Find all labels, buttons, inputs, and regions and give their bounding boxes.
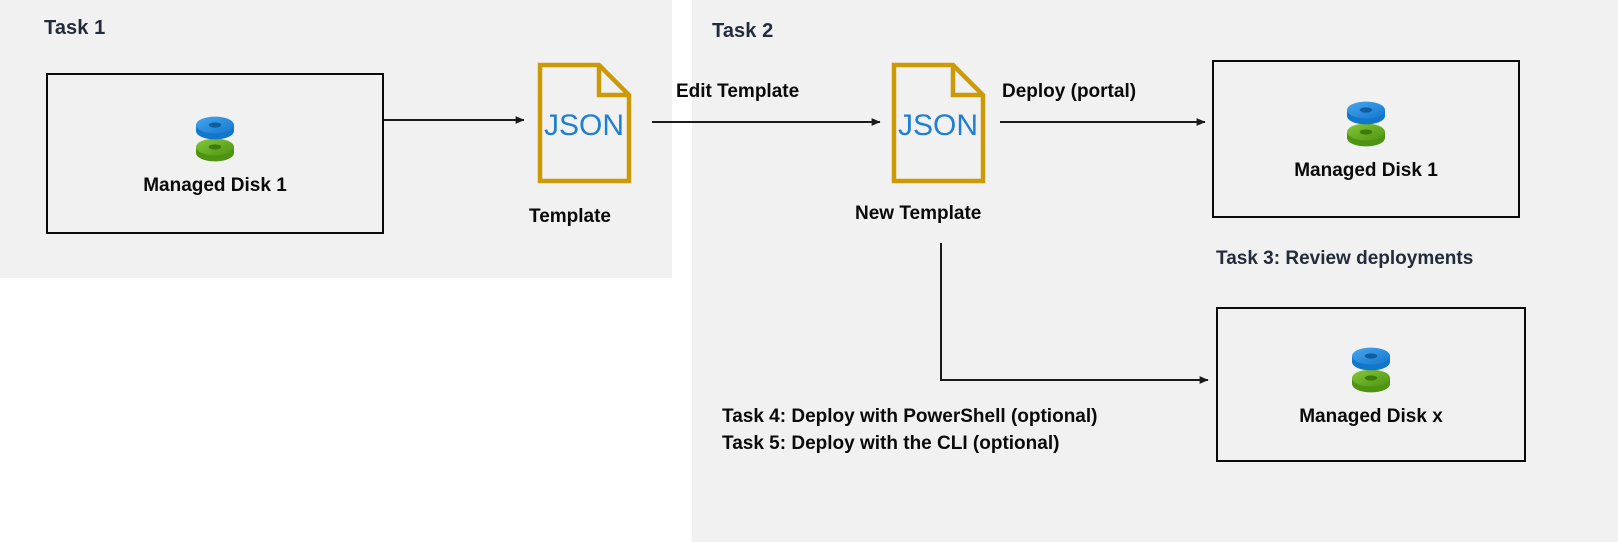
managed-disk-1-source-box: Managed Disk 1 bbox=[46, 73, 384, 234]
managed-disk-x-box: Managed Disk x bbox=[1216, 307, 1526, 462]
managed-disk-icon bbox=[1342, 342, 1400, 398]
template-json-text: JSON bbox=[544, 109, 624, 142]
managed-disk-1-deployed-content: Managed Disk 1 bbox=[1214, 96, 1518, 182]
new-template-json-text: JSON bbox=[898, 109, 978, 142]
task5-note: Task 5: Deploy with the CLI (optional) bbox=[722, 433, 1060, 454]
edit-template-label: Edit Template bbox=[676, 81, 800, 102]
template-file-icon: JSON bbox=[537, 62, 632, 184]
new-template-caption: New Template bbox=[855, 203, 982, 224]
managed-disk-x-content: Managed Disk x bbox=[1218, 342, 1524, 428]
managed-disk-x-label: Managed Disk x bbox=[1299, 405, 1443, 427]
deploy-portal-label: Deploy (portal) bbox=[1002, 81, 1137, 102]
managed-disk-1-deployed-box: Managed Disk 1 bbox=[1212, 60, 1520, 218]
new-template-file-icon: JSON bbox=[891, 62, 986, 184]
managed-disk-1-source-content: Managed Disk 1 bbox=[48, 111, 382, 197]
task4-note: Task 4: Deploy with PowerShell (optional… bbox=[722, 406, 1098, 427]
template-caption: Template bbox=[529, 206, 612, 227]
managed-disk-1-deployed-label: Managed Disk 1 bbox=[1294, 160, 1438, 181]
task3-note: Task 3: Review deployments bbox=[1216, 248, 1474, 269]
managed-disk-icon bbox=[186, 111, 244, 167]
task2-title: Task 2 bbox=[712, 20, 774, 42]
managed-disk-1-source-label: Managed Disk 1 bbox=[143, 174, 287, 196]
managed-disk-icon bbox=[1337, 96, 1395, 152]
task1-title: Task 1 bbox=[44, 17, 106, 39]
